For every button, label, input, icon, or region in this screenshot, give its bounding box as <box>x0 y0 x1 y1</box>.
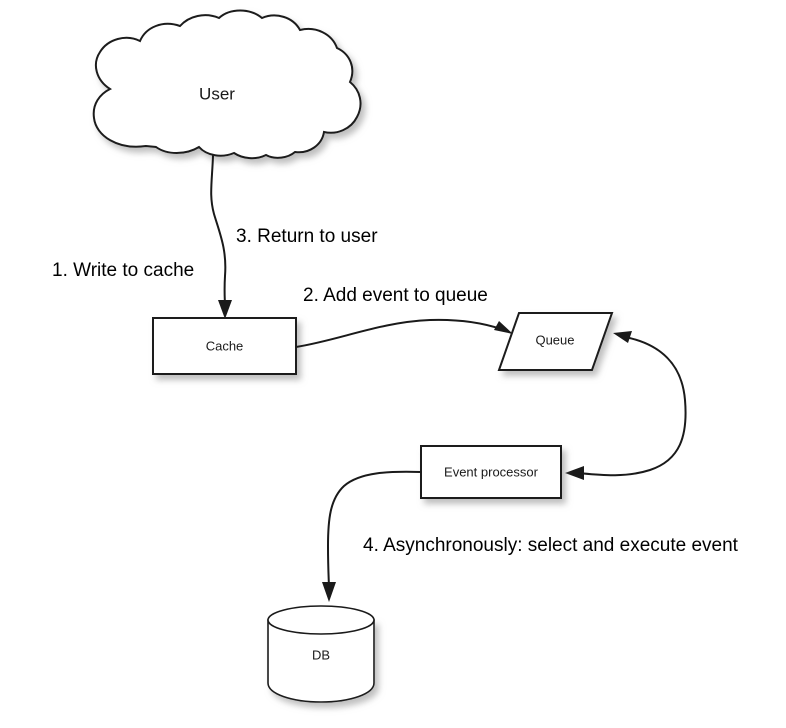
node-event-processor[interactable]: Event processor <box>420 445 562 499</box>
node-label-user: User <box>199 84 235 103</box>
arrowhead-cache <box>218 300 232 319</box>
arrowhead-event-processor-in <box>565 466 584 480</box>
node-label-event-processor: Event processor <box>444 464 539 479</box>
edge-label-step2: 2. Add event to queue <box>303 285 488 306</box>
node-label-db: DB <box>312 647 330 662</box>
edge-queue-event-processor-loop[interactable] <box>565 331 687 480</box>
edge-cache-to-queue[interactable] <box>295 318 513 348</box>
edge-event-processor-to-db[interactable] <box>322 470 422 602</box>
edge-label-step3: 3. Return to user <box>236 226 378 247</box>
node-user[interactable]: User <box>92 9 362 160</box>
arrowhead-queue-loop-in <box>613 331 632 343</box>
node-label-queue: Queue <box>535 332 574 347</box>
node-queue[interactable]: Queue <box>497 312 614 371</box>
arrowhead-queue-in <box>494 321 513 334</box>
edge-label-step1: 1. Write to cache <box>52 260 194 281</box>
edge-label-step4: 4. Asynchronously: select and execute ev… <box>363 535 739 556</box>
arrowhead-db <box>322 582 336 602</box>
node-db[interactable]: DB <box>267 605 375 703</box>
edge-user-to-cache[interactable] <box>210 155 232 319</box>
node-cache[interactable]: Cache <box>152 317 297 375</box>
node-label-cache: Cache <box>206 338 244 353</box>
